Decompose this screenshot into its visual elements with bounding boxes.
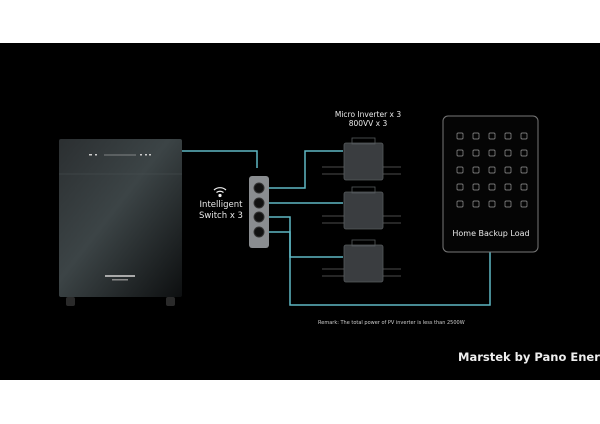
appliance-icon	[520, 166, 528, 174]
appliance-icon	[520, 132, 528, 140]
appliance-icon	[488, 132, 496, 140]
appliance-icon	[488, 183, 496, 191]
appliance-icon	[472, 200, 480, 208]
appliance-icon	[472, 183, 480, 191]
cable-inverter-1	[264, 150, 343, 189]
inverter-pv-leads	[322, 166, 401, 277]
appliance-icon	[456, 149, 464, 157]
appliance-icon	[488, 166, 496, 174]
appliance-icon	[520, 183, 528, 191]
appliance-icon	[456, 166, 464, 174]
appliance-icon	[504, 200, 512, 208]
remark-text: Remark: The total power of PV inverter i…	[318, 320, 465, 326]
appliance-icon	[456, 183, 464, 191]
micro-inverters	[343, 137, 384, 283]
cable-battery-switch	[182, 150, 258, 168]
appliance-icon	[520, 200, 528, 208]
appliance-icon	[504, 149, 512, 157]
appliance-icon	[472, 132, 480, 140]
appliance-icon	[456, 132, 464, 140]
appliance-icon	[472, 149, 480, 157]
appliance-icon	[488, 200, 496, 208]
appliance-icon	[520, 149, 528, 157]
home-backup-load-panel	[442, 115, 539, 253]
load-label: Home Backup Load	[452, 229, 530, 238]
smart-power-strip	[249, 176, 269, 248]
battery-unit	[59, 139, 182, 306]
appliance-icon	[472, 166, 480, 174]
appliance-icon	[504, 166, 512, 174]
appliance-icon	[504, 183, 512, 191]
appliance-icon	[456, 200, 464, 208]
cable-load	[264, 231, 491, 306]
brand-caption: Marstek by Pano Enertech	[458, 350, 600, 364]
wifi-icon	[213, 187, 227, 198]
appliance-icon	[488, 149, 496, 157]
appliance-icon	[504, 132, 512, 140]
cables	[182, 150, 491, 306]
